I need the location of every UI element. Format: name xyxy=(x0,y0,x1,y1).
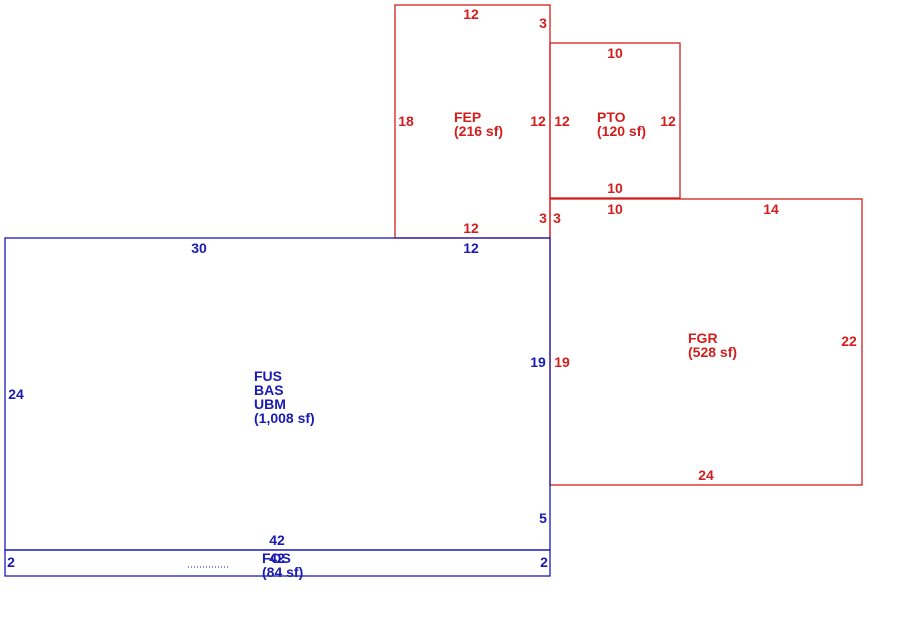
fep-top-dimension: 12 xyxy=(463,6,479,22)
fep-top-right-dimension: 3 xyxy=(539,15,547,31)
fgr-top-right-dimension: 14 xyxy=(763,201,779,217)
main-top-left-dimension: 30 xyxy=(191,240,207,256)
fos-right-dimension: 2 xyxy=(540,554,548,570)
pto-left-dimension: 12 xyxy=(554,113,570,129)
main-left-dimension: 24 xyxy=(8,386,24,402)
fgr-left-dimension: 19 xyxy=(554,354,570,370)
fep-right-dimension: 12 xyxy=(530,113,546,129)
main-area-label: (1,008 sf) xyxy=(254,410,315,426)
fgr-top-left-dimension: 10 xyxy=(607,201,623,217)
pto-code-label: PTO xyxy=(597,109,626,125)
main-code-fus: FUS xyxy=(254,368,282,384)
fgr-area-label: (528 sf) xyxy=(688,344,737,360)
pto-area-label: (120 sf) xyxy=(597,123,646,139)
pto-bottom-dimension: 10 xyxy=(607,180,623,196)
fep-code-label: FEP xyxy=(454,109,481,125)
fep-area-label: (216 sf) xyxy=(454,123,503,139)
pto-outline xyxy=(549,42,681,199)
pto-right-dimension: 12 xyxy=(660,113,676,129)
fgr-code-label: FGR xyxy=(688,330,718,346)
main-code-ubm: UBM xyxy=(254,396,286,412)
fep-left-dimension: 18 xyxy=(398,113,414,129)
main-bottom-dimension: 42 xyxy=(269,532,285,548)
fgr-bottom-dimension: 24 xyxy=(698,467,714,483)
main-right-lower-dimension: 5 xyxy=(539,510,547,526)
fos-area-label: (84 sf) xyxy=(262,564,303,580)
fos-outline xyxy=(4,549,551,577)
fos-code-label: FOS xyxy=(262,550,291,566)
main-right-dimension: 19 xyxy=(530,354,546,370)
main-code-bas: BAS xyxy=(254,382,284,398)
fos-overlap-dimension: 42 xyxy=(269,550,285,566)
fgr-right-dimension: 22 xyxy=(841,333,857,349)
pto-top-dimension: 10 xyxy=(607,45,623,61)
fos-left-dimension: 2 xyxy=(7,554,15,570)
fep-bottom-dimension: 12 xyxy=(463,220,479,236)
fep-bottom-right-dimension: 3 xyxy=(539,210,547,226)
main-top-right-dimension: 12 xyxy=(463,240,479,256)
fgr-left-top-dimension: 3 xyxy=(553,210,561,226)
